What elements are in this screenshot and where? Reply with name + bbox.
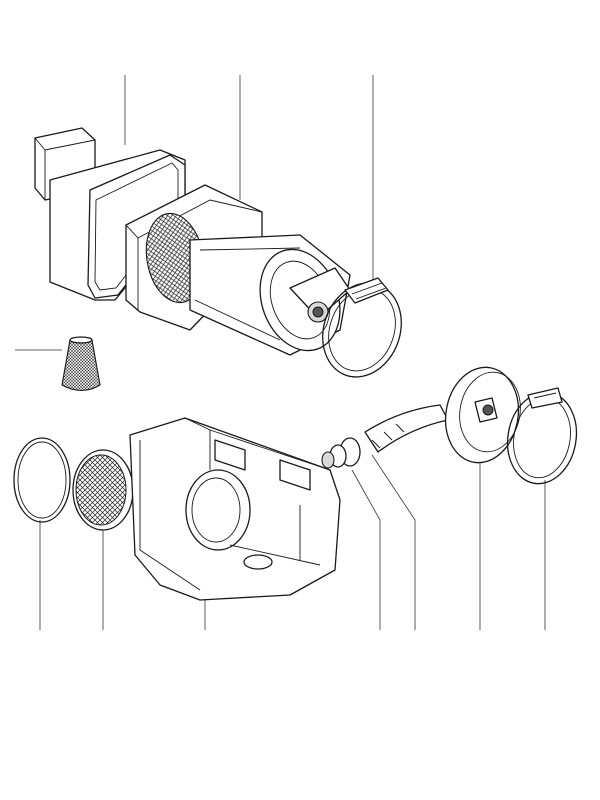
leader-lines <box>15 75 546 630</box>
hose-clamp-top <box>322 277 402 378</box>
air-box-housing <box>129 417 341 601</box>
intake-cap <box>444 366 521 464</box>
retaining-ring <box>13 437 71 523</box>
filter-element <box>125 184 351 356</box>
leader-line-hose <box>371 454 416 630</box>
rubber-plug <box>61 336 101 392</box>
mesh-filter-disc <box>72 449 134 531</box>
leader-line-hose-end <box>351 469 381 630</box>
breather-hose <box>321 404 449 469</box>
hose-clamp-right <box>506 387 578 485</box>
